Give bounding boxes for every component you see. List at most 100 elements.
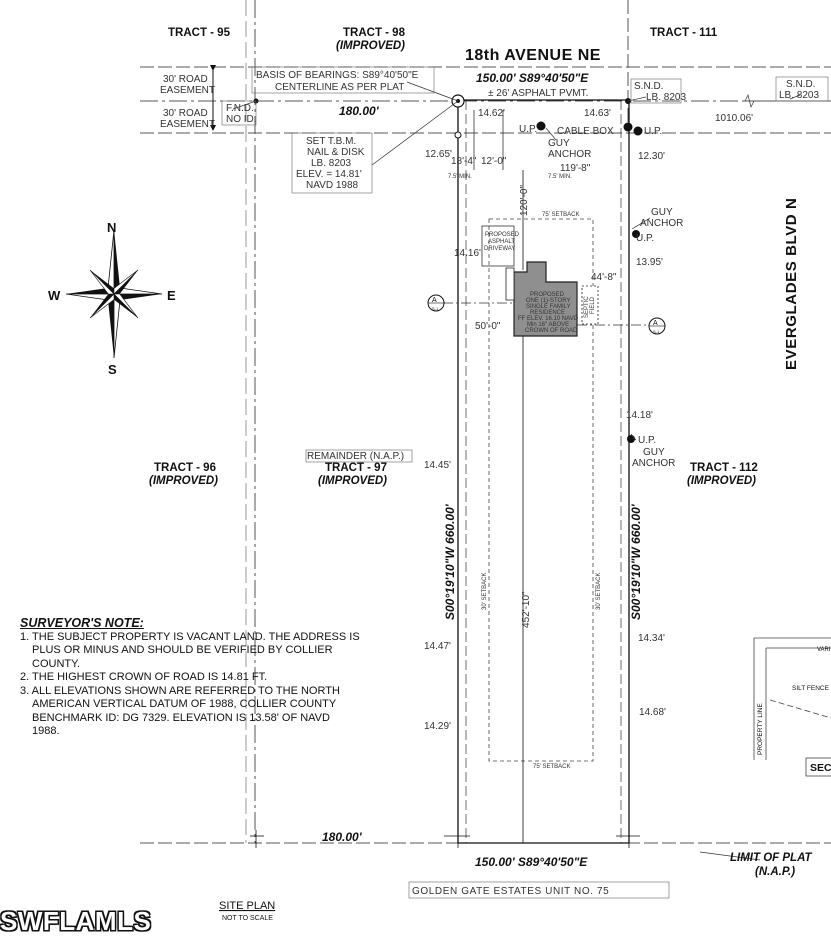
tract-112-label: TRACT - 112 (690, 462, 758, 474)
detail-inset (753, 637, 831, 777)
elev-1463: 14.63' (584, 108, 611, 119)
cable-box-icon (633, 126, 643, 136)
snd-left-line1: S.N.D. (634, 81, 663, 92)
plat-name: GOLDEN GATE ESTATES UNIT NO. 75 (412, 886, 609, 897)
tract-96-status: (IMPROVED) (149, 475, 218, 487)
dim-452-10: 452'-10" (521, 591, 532, 628)
elev-1429: 14.29' (424, 721, 451, 732)
setback-side-right: 30' SETBACK (596, 573, 602, 611)
fnd-line1: F.N.D. (226, 103, 254, 114)
labels: TRACT - 95 TRACT - 98 (IMPROVED) TRACT -… (48, 27, 831, 922)
section-a-right: A (653, 320, 658, 327)
basis-of-bearings-line2: CENTERLINE AS PER PLAT (275, 82, 404, 93)
fnd-line2: NO ID. (226, 114, 257, 125)
dim-12-0: 12'-0" (481, 156, 507, 167)
min-75-a: 7.5' MIN. (448, 174, 472, 180)
easement-top-line1: 30' ROAD (163, 74, 208, 85)
section-marker-right (648, 317, 666, 335)
house-line2: ONE (1)-STORY (526, 298, 570, 304)
tbm-line4: ELEV. = 14.81' (296, 169, 362, 180)
house-footprint (505, 261, 599, 337)
street-name: 18th AVENUE NE (465, 47, 601, 64)
guy-anchor-3-line1: GUY (643, 447, 665, 458)
corner-marks (250, 830, 640, 848)
snd-left-line2: LB. 8203 (646, 92, 686, 103)
dim-119-8: 119'-8" (560, 163, 591, 174)
utility-pole-icon (632, 230, 640, 238)
house-line6: Min 16" ABOVE (527, 322, 569, 328)
elev-1434: 14.34' (638, 633, 665, 644)
min-75-b: 7.5' MIN. (548, 174, 572, 180)
surveyor-note-item-3: 3. ALL ELEVATIONS SHOWN ARE REFERRED TO … (20, 684, 340, 738)
utility-pole-icon (536, 121, 546, 131)
tract-111-label: TRACT - 111 (650, 27, 718, 39)
east-bearing: S00°19'10"W 660.00' (629, 503, 643, 620)
section-marker-left (427, 294, 445, 312)
snd-right-line1: S.N.D. (786, 79, 815, 90)
leader-lines (232, 81, 801, 861)
detail-silt-fence: SILT FENCE (792, 685, 830, 692)
section-sub-left: S-1 (432, 306, 439, 311)
dim-50-0: 50'-0" (475, 321, 501, 332)
house-line7: CROWN OF ROAD (525, 328, 578, 334)
callout-boxes (221, 66, 829, 899)
elev-1230: 12.30' (638, 151, 665, 162)
limit-of-plat-line1: LIMIT OF PLAT (730, 852, 813, 864)
property-lines (457, 99, 630, 844)
west-bearing: S00°19'10"W 660.00' (443, 503, 457, 620)
elev-1462: 14.62' (478, 108, 505, 119)
easement-bottom-line1: 30' ROAD (163, 108, 208, 119)
house-line1: PROPOSED (530, 292, 565, 298)
elev-1445: 14.45' (424, 460, 451, 471)
utility-pole-icon (627, 435, 635, 443)
compass-s: S (108, 362, 117, 377)
up-label-4: U.P. (638, 435, 656, 446)
house-line4: RESIDENCE (530, 310, 565, 316)
easement-bottom-line2: EASEMENT (160, 119, 215, 130)
basis-of-bearings-line1: BASIS OF BEARINGS: S89°40'50"E (256, 70, 419, 81)
elev-1265: 12.65' (425, 149, 452, 160)
bottom-bearing: 150.00' S89°40'50"E (475, 855, 588, 869)
setback-rectangle (488, 218, 594, 762)
section-sub-right: S-1 (653, 329, 660, 334)
elev-1395: 13.95' (636, 257, 663, 268)
compass-n: N (107, 220, 116, 235)
tbm-line1: SET T.B.M. (306, 136, 356, 147)
watermark-logo: SWFLAMLS (0, 906, 152, 936)
cable-box-label: CABLE BOX (557, 126, 614, 137)
setback-bottom: 75' SETBACK (533, 764, 571, 770)
septic-line1: SEPTIC (584, 296, 590, 318)
site-plan-title: SITE PLAN (219, 900, 275, 912)
surveyor-note-item-2: 2. THE HIGHEST CROWN OF ROAD IS 14.81 FT… (20, 671, 268, 683)
up-label-1: U.P. (519, 124, 537, 135)
compass-e: E (167, 288, 176, 303)
elev-1416: 14.16' (454, 248, 481, 259)
up-label-2: U.P. (644, 126, 662, 137)
house-line3: SINGLE FAMILY (526, 304, 571, 310)
driveway (473, 110, 515, 267)
detail-sec: SEC (810, 762, 831, 774)
compass-w: W (48, 288, 61, 303)
remainder-label: REMAINDER (N.A.P.) (307, 451, 404, 462)
tbm-line3: LB. 8203 (311, 158, 351, 169)
tbm-line2: NAIL & DISK (307, 147, 365, 158)
elev-1468: 14.68' (639, 707, 666, 718)
detail-property-line: PROPERTY LINE (757, 703, 764, 755)
limit-of-plat-line2: (N.A.P.) (755, 866, 795, 878)
setback-top: 75' SETBACK (542, 212, 580, 218)
top-bearing: 150.00' S89°40'50"E (476, 71, 589, 85)
surveyor-note-title: SURVEYOR'S NOTE: (20, 616, 144, 630)
setback-side-left: 30' SETBACK (482, 573, 488, 611)
dim-18-4: 18'-4" (451, 156, 477, 167)
easement-top-line2: EASEMENT (160, 85, 215, 96)
blvd-distance: 1010.06' (715, 113, 753, 124)
tract-96-label: TRACT - 96 (154, 462, 216, 474)
driveway-line1: PROPOSED (485, 232, 520, 238)
tract-95-label: TRACT - 95 (168, 27, 231, 39)
pavement-label: ± 26' ASPHALT PVMT. (488, 88, 588, 99)
detail-vari: VARI (817, 647, 831, 653)
guy-anchor-1-line1: GUY (548, 138, 570, 149)
section-cut-line (443, 302, 650, 326)
surveyor-note: SURVEYOR'S NOTE: 1. THE SUBJECT PROPERTY… (20, 616, 360, 739)
